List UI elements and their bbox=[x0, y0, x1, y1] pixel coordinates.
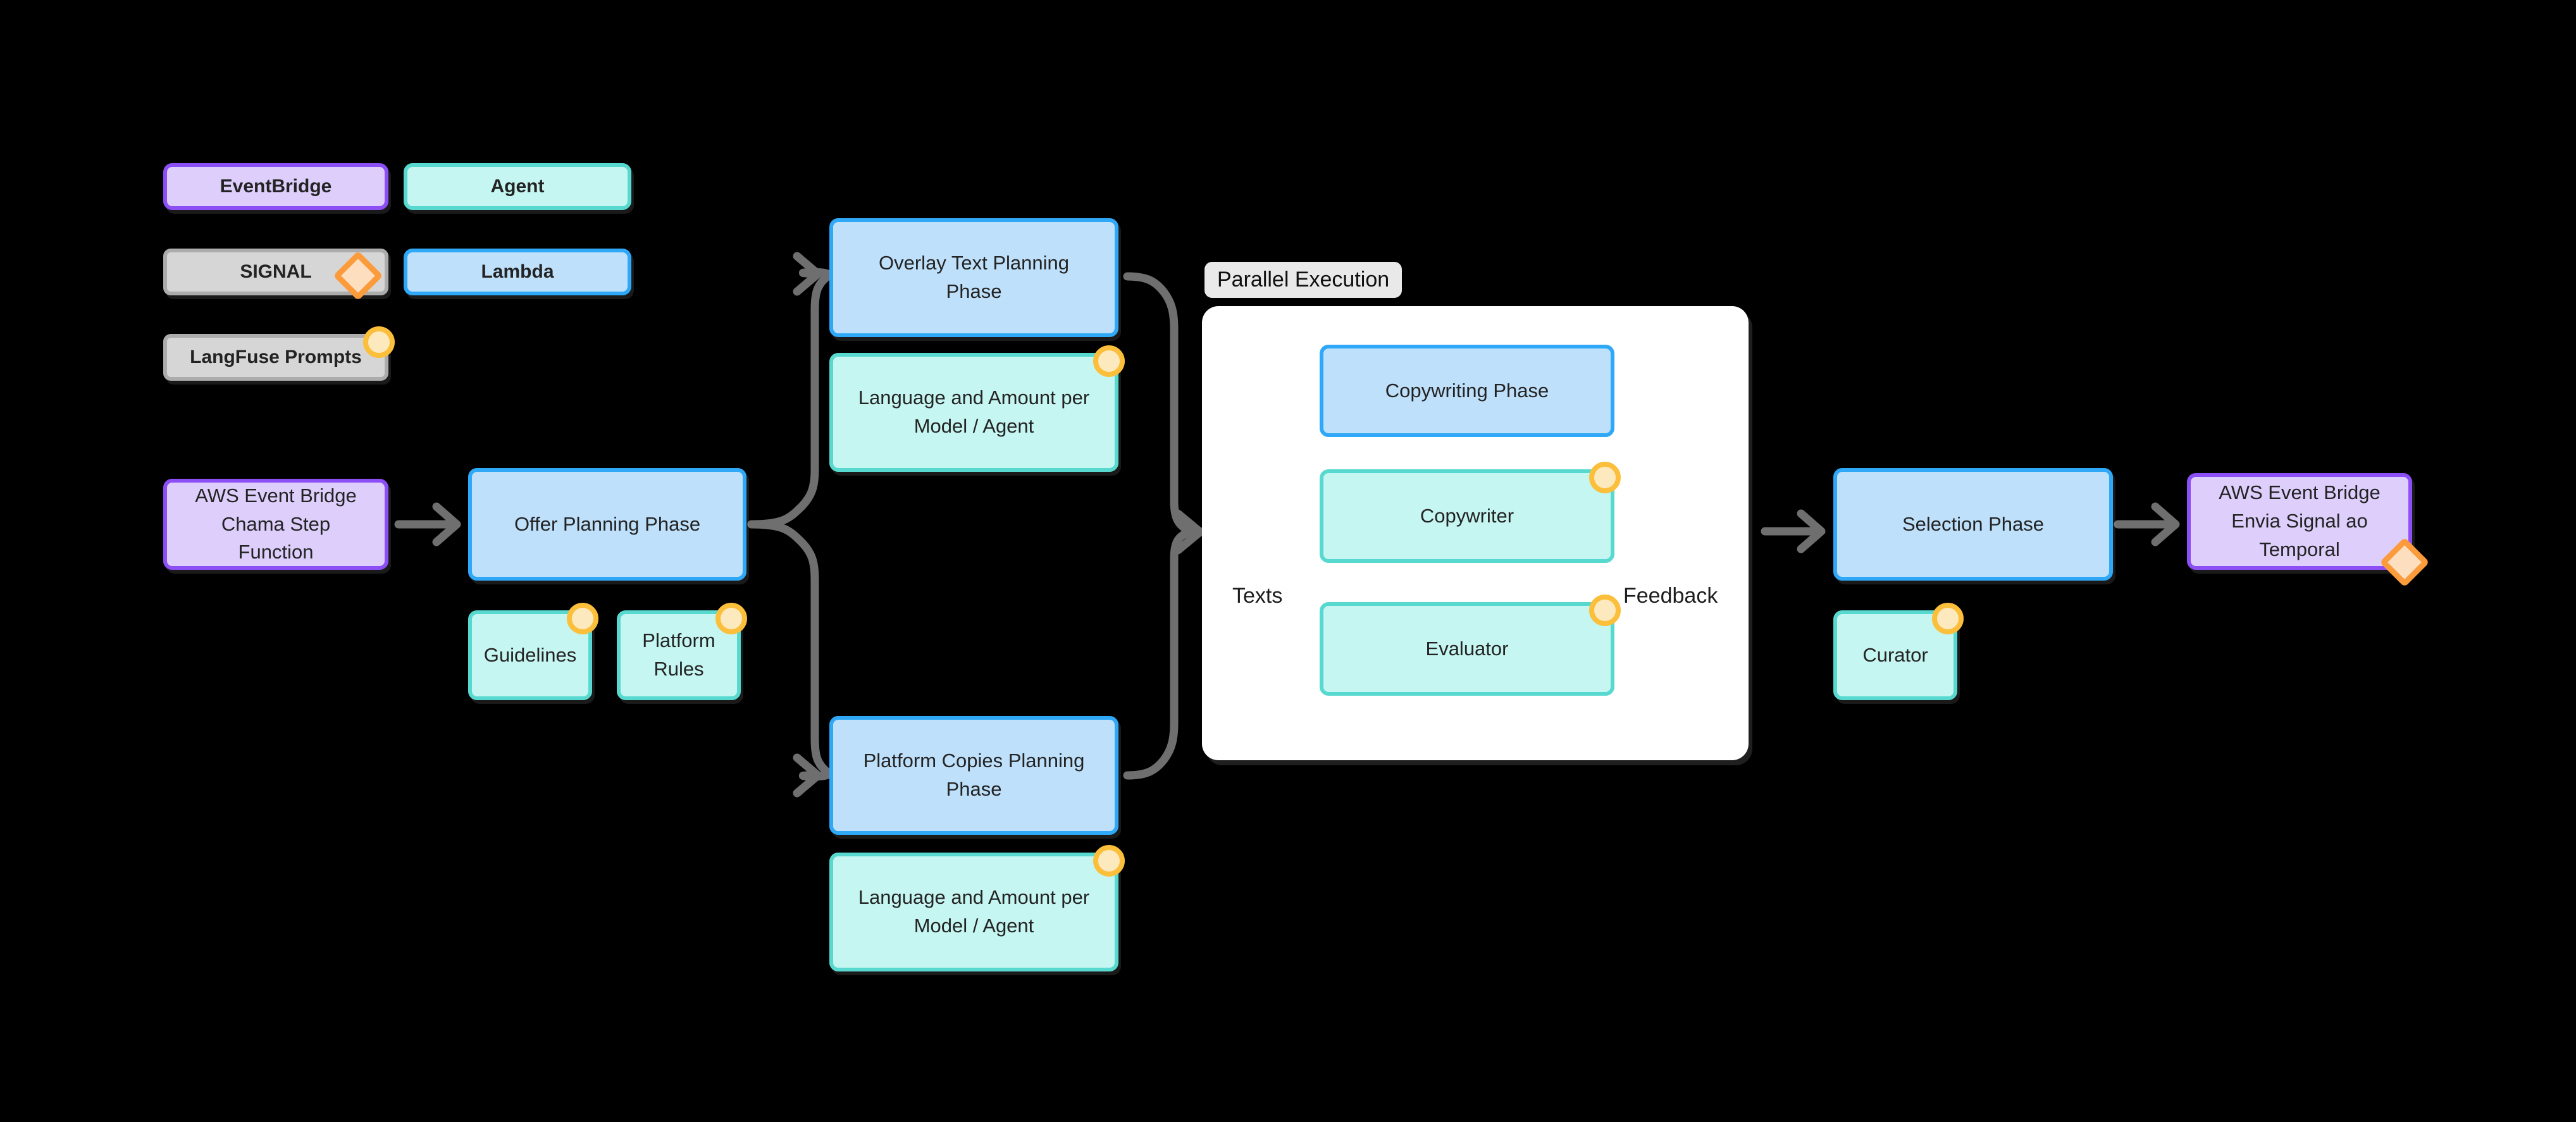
node-label: Language and Amount per Model / Agent bbox=[858, 886, 1090, 937]
node-label: Evaluator bbox=[1425, 637, 1509, 660]
langfuse-prompt-badge-icon bbox=[1932, 603, 1964, 634]
edge-label-texts: Texts bbox=[1232, 584, 1283, 608]
node-label: Guidelines bbox=[483, 643, 577, 666]
node-overlay-text-planning-phase[interactable]: Overlay Text Planning Phase bbox=[829, 218, 1118, 337]
arrowhead-envia bbox=[2151, 502, 2180, 546]
arrowhead-parallel bbox=[1173, 509, 1204, 555]
langfuse-prompt-badge-icon bbox=[1093, 845, 1125, 877]
langfuse-prompt-badge-icon bbox=[567, 603, 598, 634]
node-aws-envia-signal[interactable]: AWS Event Bridge Envia Signal ao Tempora… bbox=[2187, 473, 2430, 588]
node-guidelines[interactable]: Guidelines bbox=[468, 603, 598, 700]
edge-platformcopies-to-parallel bbox=[1123, 527, 1206, 780]
node-label: Selection Phase bbox=[1902, 512, 2045, 535]
node-label: Lambda bbox=[481, 261, 554, 283]
node-langfuse[interactable]: LangFuse Prompts bbox=[163, 326, 395, 381]
node-label: SIGNAL bbox=[240, 261, 312, 283]
arrowhead-overlay bbox=[793, 252, 822, 296]
langfuse-prompt-badge-icon bbox=[1589, 462, 1621, 493]
arrowhead-platformcopies bbox=[793, 753, 822, 798]
langfuse-prompt-badge-icon bbox=[363, 326, 395, 358]
node-evaluator[interactable]: Evaluator bbox=[1320, 595, 1621, 696]
node-label: Offer Planning Phase bbox=[514, 512, 701, 535]
langfuse-prompt-badge-icon bbox=[1589, 595, 1621, 626]
node-label: Copywriter bbox=[1420, 504, 1514, 527]
node-label: Platform Copies Planning Phase bbox=[863, 749, 1085, 800]
node-aws-step-function[interactable]: AWS Event Bridge Chama Step Function bbox=[163, 479, 388, 570]
node-label: Language and Amount per Model / Agent bbox=[858, 386, 1090, 437]
signal-diamond-icon bbox=[333, 250, 383, 301]
node-lambda[interactable]: Lambda bbox=[404, 249, 631, 295]
node-eventbridge[interactable]: EventBridge bbox=[163, 163, 388, 210]
node-copywriter[interactable]: Copywriter bbox=[1320, 462, 1621, 563]
node-language-amount-bottom[interactable]: Language and Amount per Model / Agent bbox=[829, 845, 1125, 971]
node-platform-rules[interactable]: Platform Rules bbox=[617, 603, 747, 700]
node-language-amount-top[interactable]: Language and Amount per Model / Agent bbox=[829, 345, 1125, 472]
node-selection-phase[interactable]: Selection Phase bbox=[1833, 468, 2113, 581]
node-signal[interactable]: SIGNAL bbox=[163, 249, 388, 301]
node-curator[interactable]: Curator bbox=[1833, 603, 1964, 700]
node-label: AWS Event Bridge Chama Step Function bbox=[195, 484, 357, 564]
parallel-execution-title: Parallel Execution bbox=[1204, 262, 1403, 298]
node-label: Copywriting Phase bbox=[1385, 379, 1549, 402]
arrowhead-offer bbox=[432, 502, 461, 546]
langfuse-prompt-badge-icon bbox=[715, 603, 747, 634]
edge-offer-to-overlay bbox=[747, 268, 833, 529]
edge-overlay-to-parallel bbox=[1123, 272, 1206, 536]
node-label: AWS Event Bridge Envia Signal ao Tempora… bbox=[2219, 481, 2381, 560]
edge-label-feedback: Feedback bbox=[1623, 584, 1718, 608]
node-label: EventBridge bbox=[220, 176, 332, 197]
node-platform-copies-planning-phase[interactable]: Platform Copies Planning Phase bbox=[829, 716, 1118, 835]
node-copywriting-phase[interactable]: Copywriting Phase bbox=[1320, 345, 1614, 437]
node-agent[interactable]: Agent bbox=[404, 163, 631, 210]
node-label: Overlay Text Planning Phase bbox=[879, 252, 1069, 302]
edge-offer-to-platformcopies bbox=[747, 520, 833, 781]
node-label: LangFuse Prompts bbox=[190, 347, 362, 368]
arrowhead-selection bbox=[1797, 509, 1826, 553]
langfuse-prompt-badge-icon bbox=[1093, 345, 1125, 377]
node-offer-planning-phase[interactable]: Offer Planning Phase bbox=[468, 468, 746, 581]
node-label: Agent bbox=[490, 176, 545, 197]
node-label: Platform Rules bbox=[642, 629, 715, 680]
node-label: Curator bbox=[1862, 643, 1928, 666]
